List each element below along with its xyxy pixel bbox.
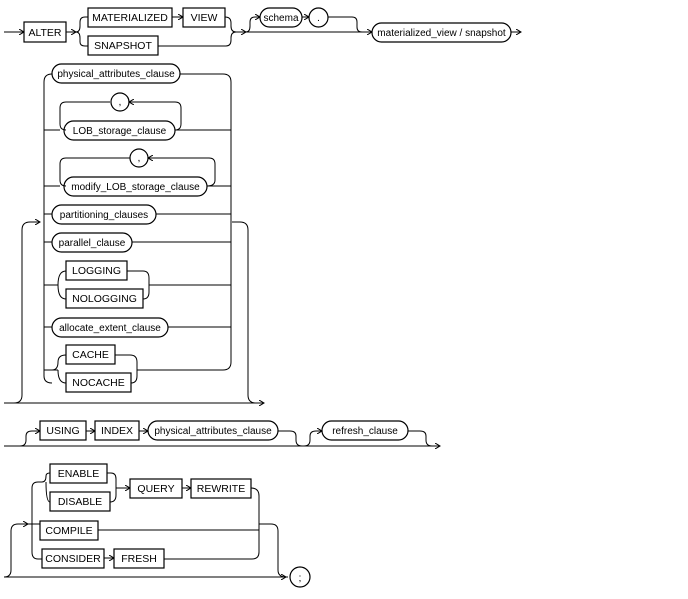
- row-rewrite-compile: ENABLE DISABLE QUERY REWRITE COMPILE CON…: [3, 463, 311, 588]
- keyword-index-text: INDEX: [101, 425, 133, 437]
- keyword-rewrite-text: REWRITE: [197, 483, 245, 495]
- nonterminal-parallel-clause-text: parallel_clause: [59, 238, 126, 249]
- nonterminal-partitioning-clauses-text: partitioning_clauses: [60, 210, 148, 221]
- row-using-index: USING INDEX physical_attributes_clause r…: [4, 420, 440, 446]
- nonterminal-modify-lob-storage-clause-text: modify_LOB_storage_clause: [71, 182, 200, 193]
- nonterminal-physical-attributes-clause-2-text: physical_attributes_clause: [154, 426, 272, 437]
- keyword-query-text: QUERY: [137, 483, 174, 495]
- keyword-cache-text: CACHE: [72, 349, 109, 361]
- nonterminal-physical-attributes-clause-text: physical_attributes_clause: [57, 69, 175, 80]
- terminal-semicolon-text: ;: [299, 572, 302, 584]
- row-alter: ALTER MATERIALIZED VIEW SNAPSHOT schema …: [4, 7, 521, 56]
- terminal-comma-1: [110, 92, 130, 112]
- keyword-enable-text: ENABLE: [58, 468, 99, 480]
- keyword-logging-text: LOGGING: [72, 265, 121, 277]
- nonterminal-schema-text: schema: [263, 13, 298, 24]
- keyword-materialized-text: MATERIALIZED: [92, 12, 168, 24]
- keyword-consider-text: CONSIDER: [45, 553, 101, 565]
- keyword-compile-text: COMPILE: [45, 525, 92, 537]
- keyword-nocache-text: NOCACHE: [72, 377, 125, 389]
- keyword-fresh-text: FRESH: [121, 553, 157, 565]
- keyword-view-text: VIEW: [191, 12, 218, 24]
- nonterminal-allocate-extent-clause-text: allocate_extent_clause: [59, 323, 161, 334]
- nonterminal-mv-name-text: materialized_view / snapshot: [377, 28, 506, 39]
- row-clauses: physical_attributes_clause LOB_storage_c…: [4, 63, 264, 403]
- terminal-comma-1-text: ,: [119, 96, 122, 108]
- keyword-nologging-text: NOLOGGING: [72, 293, 137, 305]
- terminal-dot-text: .: [317, 12, 320, 24]
- terminal-semicolon: [289, 566, 311, 588]
- nonterminal-refresh-clause-text: refresh_clause: [332, 426, 398, 437]
- keyword-snapshot-text: SNAPSHOT: [94, 40, 152, 52]
- keyword-using-text: USING: [46, 425, 79, 437]
- keyword-disable-text: DISABLE: [58, 496, 102, 508]
- nonterminal-lob-storage-clause-text: LOB_storage_clause: [73, 126, 167, 137]
- terminal-comma-2-text: ,: [138, 152, 141, 164]
- keyword-alter-text: ALTER: [28, 27, 61, 39]
- terminal-comma-2: [129, 148, 149, 168]
